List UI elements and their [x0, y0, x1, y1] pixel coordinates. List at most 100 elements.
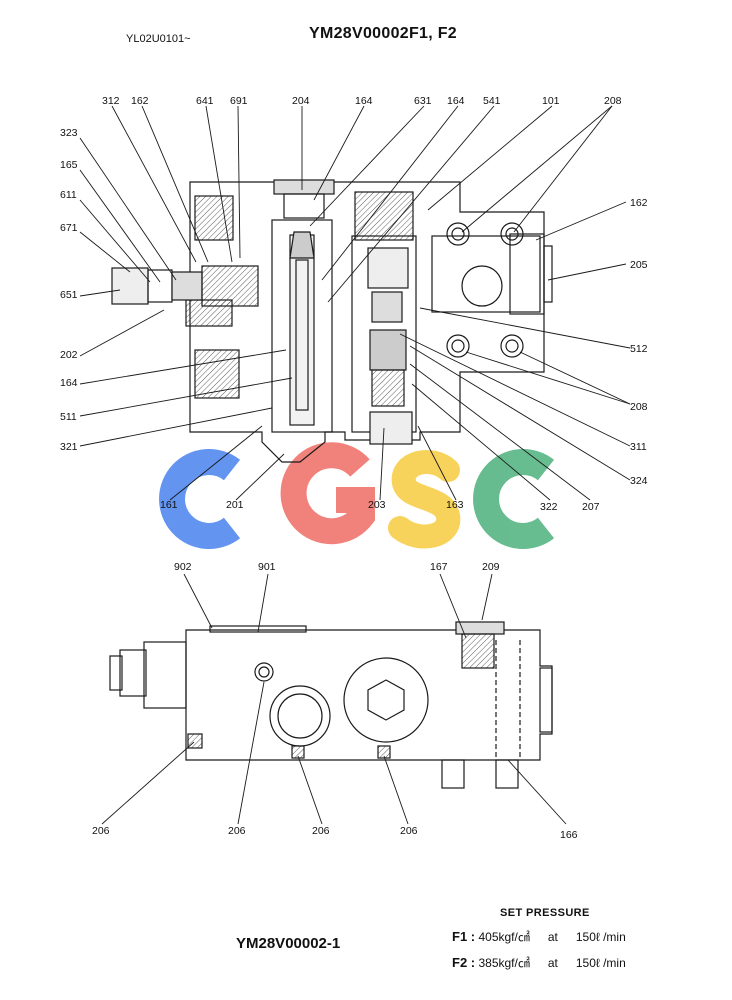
- left-nut: [119, 649, 147, 697]
- spool-bore-left: [271, 219, 333, 433]
- port-large-left-inner: [277, 693, 323, 739]
- watermark-letter-g: [280, 442, 375, 545]
- part-label-901: 901: [258, 561, 276, 573]
- small-plug-206: [254, 662, 274, 682]
- part-label-163: 163: [446, 499, 464, 511]
- part-label-101: 101: [542, 95, 560, 107]
- part-label-651: 651: [60, 289, 78, 301]
- hatched-block-right-top: [354, 191, 414, 241]
- part-label-204: 204: [292, 95, 310, 107]
- part-label-208b: 208: [630, 401, 648, 413]
- set-pressure-row-f1: F1 : 405kgf/㎠ at 150ℓ /min: [452, 928, 626, 945]
- port-208-2: [500, 222, 524, 246]
- pressure-at: at: [547, 956, 558, 970]
- top-cap-204: [283, 193, 325, 219]
- port-large-center: [343, 657, 429, 743]
- hex-bolt-center: [367, 679, 405, 721]
- left-cartridge-165: [171, 271, 203, 301]
- part-label-167: 167: [430, 561, 448, 573]
- pressure-at: at: [547, 930, 558, 944]
- right-end-face: [539, 667, 553, 733]
- part-label-206d: 206: [400, 825, 418, 837]
- port-208-4-inner: [505, 339, 519, 353]
- pressure-label: F2 :: [452, 955, 476, 970]
- left-boss: [143, 641, 187, 709]
- side-plug-205-cap: [543, 245, 553, 303]
- watermark-letter-s: [388, 450, 461, 549]
- right-spring-block: [369, 329, 407, 371]
- port-208-3-inner: [451, 339, 465, 353]
- part-label-324: 324: [630, 475, 648, 487]
- part-label-671: 671: [60, 222, 78, 234]
- port-208-4: [500, 334, 524, 358]
- part-label-164b: 164: [447, 95, 465, 107]
- part-labels: 312 162 641 691 204 164 631 164 541 101 208 323 165 6…: [60, 95, 648, 841]
- dashed-interior-1: [495, 640, 521, 760]
- top-leader-lines: [79, 105, 631, 501]
- left-cartridge-611: [147, 269, 173, 303]
- leg-right: [495, 759, 519, 789]
- part-label-312: 312: [102, 95, 120, 107]
- part-label-206c: 206: [312, 825, 330, 837]
- part-label-162a: 162: [131, 95, 149, 107]
- part-label-208a: 208: [604, 95, 622, 107]
- spool-inner: [295, 259, 309, 411]
- valve-body-outline: [189, 181, 545, 463]
- part-label-691: 691: [230, 95, 248, 107]
- bottom-leader-lines: [101, 573, 567, 825]
- part-label-201: 201: [226, 499, 244, 511]
- set-pressure-title: SET PRESSURE: [500, 907, 590, 919]
- right-end-plug-203: [369, 411, 413, 445]
- pressure-flow: 150ℓ /min: [575, 930, 626, 944]
- part-label-203: 203: [368, 499, 386, 511]
- part-label-631: 631: [414, 95, 432, 107]
- watermark-letter-c1: [159, 449, 241, 549]
- hatched-block-left-low: [194, 349, 240, 399]
- small-plug-206-inner: [258, 666, 270, 678]
- part-label-161: 161: [160, 499, 178, 511]
- left-nut-cap: [109, 655, 123, 691]
- port-large-left: [269, 685, 331, 747]
- part-label-322: 322: [540, 501, 558, 513]
- part-label-206a: 206: [92, 825, 110, 837]
- port-208-2-inner: [505, 227, 519, 241]
- part-label-541: 541: [483, 95, 501, 107]
- part-label-323: 323: [60, 127, 78, 139]
- side-plug-205: [431, 235, 541, 313]
- pressure-flow: 150ℓ /min: [575, 956, 626, 970]
- part-label-206b: 206: [228, 825, 246, 837]
- part-label-511: 511: [60, 411, 77, 423]
- part-label-164a: 164: [355, 95, 373, 107]
- watermark-logo: [159, 442, 555, 549]
- part-label-165: 165: [60, 159, 78, 171]
- right-lower-seat: [371, 369, 405, 407]
- part-label-512: 512: [630, 343, 648, 355]
- drawing-subtitle: YM28V00002-1: [236, 935, 341, 952]
- right-plug-upper: [367, 247, 409, 289]
- set-pressure-row-f2: F2 : 385kgf/㎠ at 150ℓ /min: [452, 954, 626, 971]
- pressure-value: 405kgf/㎠: [478, 930, 530, 944]
- part-label-207: 207: [582, 501, 600, 513]
- page-title: YM28V00002F1, F2: [0, 25, 732, 43]
- part-label-321: 321: [60, 441, 78, 453]
- plug-206-right: [377, 745, 391, 759]
- drawing-code: YL02U0101~: [126, 33, 191, 45]
- part-label-311: 311: [630, 441, 647, 453]
- part-label-205: 205: [630, 259, 648, 271]
- top-section-view: [111, 179, 553, 463]
- watermark-letter-c2: [473, 449, 555, 549]
- body-outline-side: [185, 629, 553, 761]
- part-label-166: 166: [560, 829, 578, 841]
- part-label-641: 641: [196, 95, 214, 107]
- port-208-1: [446, 222, 470, 246]
- pressure-label: F1 :: [452, 929, 476, 944]
- top-plug-204: [273, 179, 335, 195]
- part-label-202: 202: [60, 349, 78, 361]
- part-label-209: 209: [482, 561, 500, 573]
- part-label-902: 902: [174, 561, 192, 573]
- pressure-value: 385kgf/㎠: [478, 956, 530, 970]
- part-label-164c: 164: [60, 377, 78, 389]
- plug-206-mid: [291, 745, 305, 759]
- leg-left: [441, 759, 465, 789]
